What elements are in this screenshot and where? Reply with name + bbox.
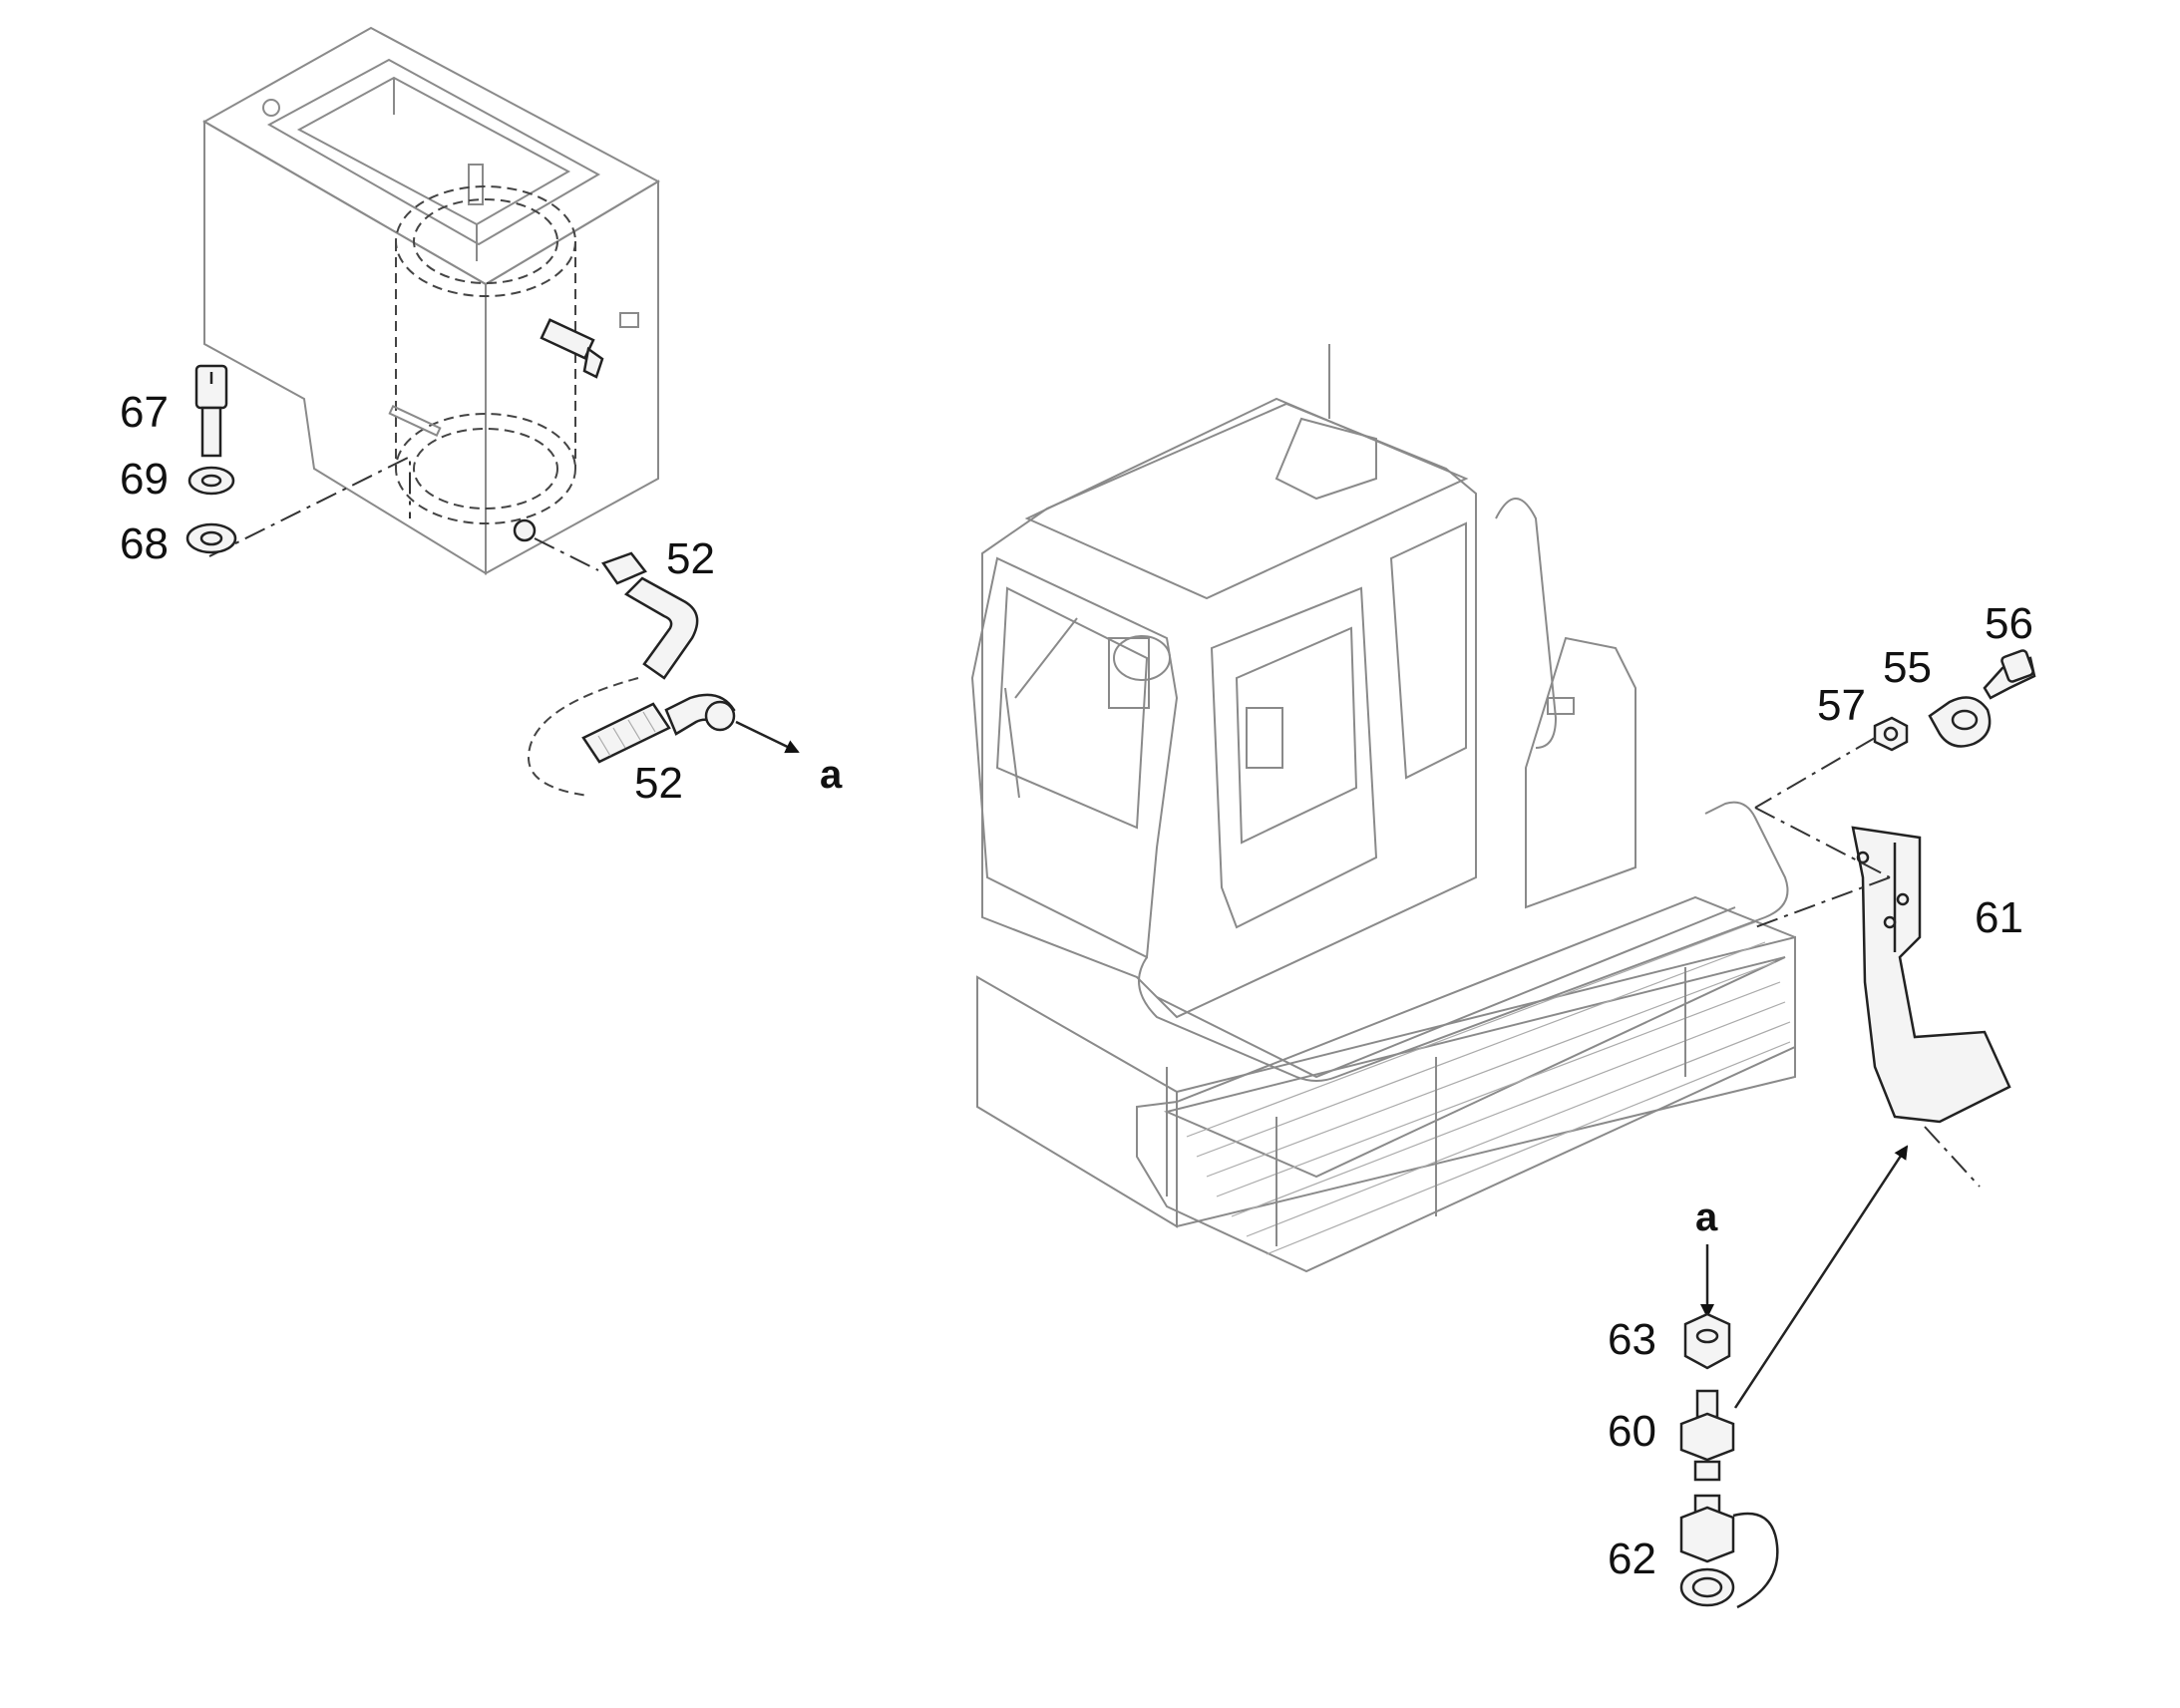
callout-52-upper: 52 (666, 534, 715, 583)
callout-63: 63 (1608, 1315, 1656, 1364)
callout-55: 55 (1883, 643, 1932, 692)
callout-68: 68 (120, 519, 169, 568)
screw-56 (1983, 649, 2036, 700)
washer-69 (187, 466, 235, 496)
tank-assembly (201, 26, 661, 575)
reference-a-upper: a (820, 753, 843, 797)
callout-56: 56 (1985, 599, 2033, 648)
tank-side-fitting (540, 318, 604, 379)
machine-cab-platform (970, 344, 1796, 1273)
nut-57 (1873, 716, 1909, 752)
tank-drain-port (513, 518, 537, 542)
reference-a-lower: a (1695, 1196, 1718, 1239)
hose-52 (527, 537, 736, 797)
clamp-55 (1928, 696, 1992, 748)
callout-57: 57 (1817, 681, 1866, 730)
bracket-61 (1851, 826, 2011, 1124)
washer-68 (185, 522, 237, 554)
adapter-60 (1679, 1389, 1735, 1482)
callout-61: 61 (1975, 893, 2023, 942)
nut-63 (1683, 1312, 1731, 1370)
reference-arrow-upper (735, 720, 800, 754)
deck-grating (1186, 921, 1791, 1255)
callout-67: 67 (120, 388, 169, 437)
callout-60: 60 (1608, 1407, 1656, 1456)
callout-52-lower: 52 (634, 759, 683, 808)
assembly-arrow (1733, 1145, 1909, 1409)
coupling-62 (1679, 1494, 1779, 1609)
callout-69: 69 (120, 455, 169, 504)
callout-62: 62 (1608, 1535, 1656, 1583)
platform-railing (1138, 801, 1789, 1246)
bolt-67 (194, 364, 228, 458)
